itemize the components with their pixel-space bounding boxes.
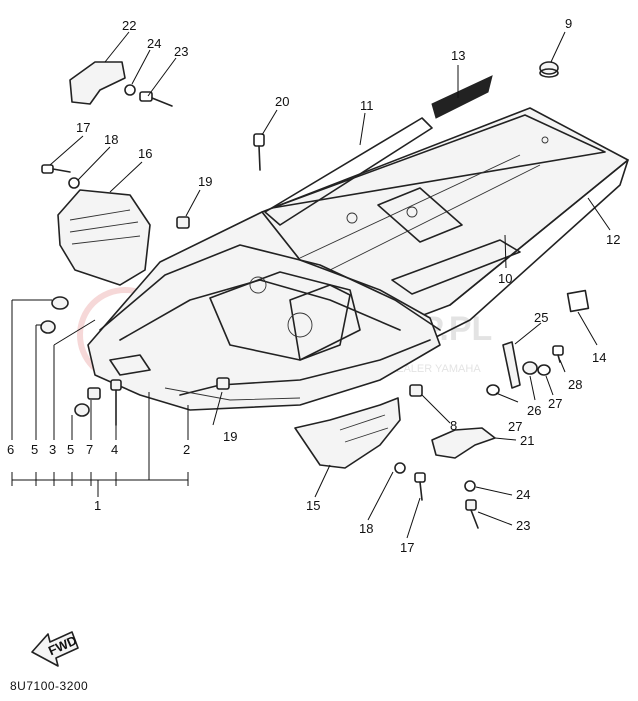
callout-3: 3 xyxy=(49,442,56,457)
callout-20: 20 xyxy=(275,94,289,109)
callout-2: 2 xyxy=(183,442,190,457)
collar-7 xyxy=(87,387,101,400)
callout-19-lower: 19 xyxy=(223,429,237,444)
callout-5-right: 5 xyxy=(67,442,74,457)
bushing-5-upper xyxy=(40,320,56,334)
callout-16: 16 xyxy=(138,146,152,161)
rear-frame-body xyxy=(261,107,629,341)
callout-17-left: 17 xyxy=(76,120,90,135)
callout-14: 14 xyxy=(592,350,606,365)
bolt-23-lower xyxy=(465,499,479,529)
bolt-23-top xyxy=(139,91,173,107)
washer-27-a xyxy=(537,364,551,376)
callout-17-lower: 17 xyxy=(400,540,414,555)
callout-18-left: 18 xyxy=(104,132,118,147)
callout-1: 1 xyxy=(94,498,101,513)
bracket-25 xyxy=(502,341,521,389)
bolt-28 xyxy=(552,345,564,363)
plate-14 xyxy=(566,289,590,313)
washer-18-lower xyxy=(394,462,406,474)
lower-frame xyxy=(87,211,441,411)
bolt-20 xyxy=(253,133,265,171)
washer-18-left xyxy=(68,177,80,189)
callout-11: 11 xyxy=(360,98,374,113)
bolt-17-left xyxy=(41,164,71,174)
washer-24-top xyxy=(124,84,136,96)
callout-23-top: 23 xyxy=(174,44,188,59)
callout-10: 10 xyxy=(498,271,512,286)
callout-22: 22 xyxy=(122,18,136,33)
forward-arrow: FWD xyxy=(31,631,79,667)
callout-27-left: 27 xyxy=(508,419,522,434)
callout-18-lower: 18 xyxy=(359,521,373,536)
decal-stripe-11 xyxy=(264,117,433,226)
side-cover-16 xyxy=(57,189,151,286)
leader-lines xyxy=(11,31,611,539)
callout-24-top: 24 xyxy=(147,36,161,51)
nut-19-lower xyxy=(216,377,230,390)
nut-19-top xyxy=(176,216,190,229)
bolt-17-lower xyxy=(414,472,426,501)
callout-19-top: 19 xyxy=(198,174,212,189)
bolt-4 xyxy=(110,379,122,426)
callout-25: 25 xyxy=(534,310,548,325)
callout-21: 21 xyxy=(520,433,534,448)
bushing-5-lower xyxy=(74,403,90,417)
callout-23-lower: 23 xyxy=(516,518,530,533)
callout-4: 4 xyxy=(111,442,118,457)
bracket-22 xyxy=(69,61,126,105)
decal-13 xyxy=(431,75,493,119)
callout-24-lower: 24 xyxy=(516,487,530,502)
lower-cover-15 xyxy=(294,397,401,469)
callout-8: 8 xyxy=(450,418,457,433)
collar-26 xyxy=(522,361,538,375)
washer-27-b xyxy=(486,384,500,396)
diagram-code: 8U7100-3200 xyxy=(10,679,89,693)
bushing-6 xyxy=(51,296,69,310)
callout-26: 26 xyxy=(527,403,541,418)
callout-27-right: 27 xyxy=(548,396,562,411)
callout-12: 12 xyxy=(606,232,620,247)
callout-7: 7 xyxy=(86,442,93,457)
grommet-9 xyxy=(539,61,559,78)
callout-6: 6 xyxy=(7,442,14,457)
callout-28: 28 xyxy=(568,377,582,392)
callout-5-left: 5 xyxy=(31,442,38,457)
callout-15: 15 xyxy=(306,498,320,513)
bracket-21 xyxy=(431,427,496,459)
nut-8 xyxy=(409,384,423,397)
callout-13: 13 xyxy=(451,48,465,63)
callouts: 22 24 23 17 18 16 19 20 11 13 9 12 10 14… xyxy=(7,16,620,555)
washer-24-lower xyxy=(464,480,476,492)
callout-9: 9 xyxy=(565,16,572,31)
